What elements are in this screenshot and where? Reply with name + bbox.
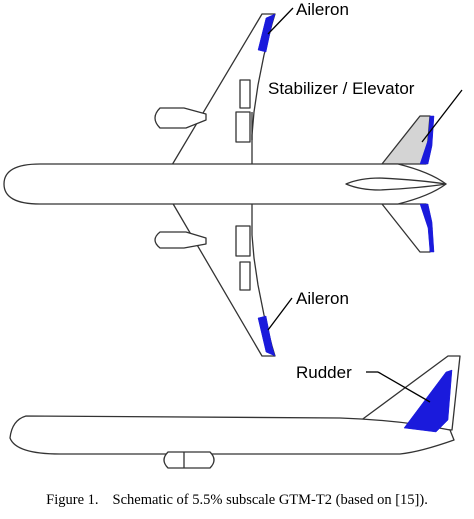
aileron-bottom-leader [267,297,293,331]
upper-outboard-flap [239,79,251,109]
lower-outboard-flap [239,261,251,291]
aileron-top-leader [267,7,294,35]
rudder-label: Rudder [296,363,352,382]
aileron-top-surface [257,13,276,53]
rudder-leader-b [377,371,431,403]
lower-engine [154,231,207,249]
upper-inboard-flap [235,111,251,143]
figure-number: Figure 1. [46,492,99,508]
aileron-bottom-label: Aileron [296,289,349,308]
stabilizer-leader [421,89,463,143]
fuselage-side-view [9,415,455,455]
tail-cone [345,177,447,191]
elevator-top-surface [419,115,435,165]
aileron-bottom-surface [257,315,276,357]
side-engine [163,451,215,469]
stabilizer-elevator-label: Stabilizer / Elevator [268,79,415,98]
elevator-bottom-surface [419,203,435,253]
fuselage-top-view [3,163,447,205]
upper-engine [154,107,207,129]
aileron-top-label: Aileron [296,0,349,19]
figure-caption: Figure 1. Schematic of 5.5% subscale GTM-… [0,492,474,509]
lower-wing [171,201,276,357]
upper-wing [171,13,276,166]
figure-caption-text: Schematic of 5.5% subscale GTM-T2 (based… [112,492,428,508]
lower-inboard-flap [235,225,251,257]
